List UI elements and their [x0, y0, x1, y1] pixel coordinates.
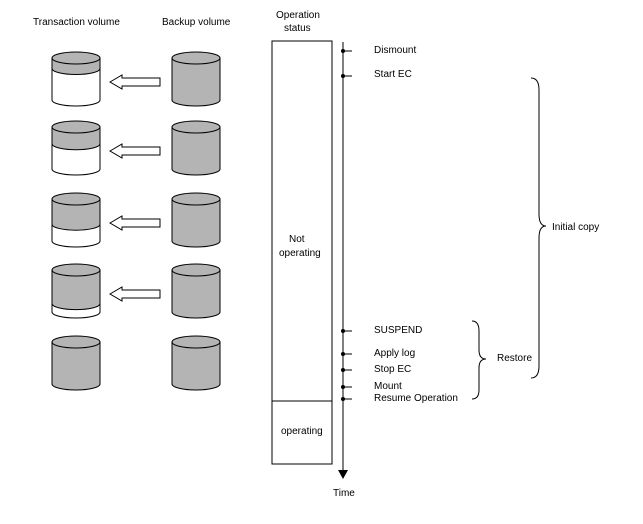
- operating-block: [271, 400, 333, 465]
- event-marker: [341, 49, 352, 53]
- initial-copy-label: Initial copy: [552, 222, 600, 233]
- event-label-resume-operation: Resume Operation: [374, 393, 458, 404]
- time-axis-arrowhead: [338, 470, 348, 479]
- event-marker: [341, 329, 352, 333]
- initial-copy-bracket: [530, 77, 547, 379]
- transaction-volume-cylinder: [51, 192, 101, 248]
- event-label-apply-log: Apply log: [374, 348, 416, 359]
- backup-volume-cylinder: [171, 51, 221, 107]
- event-label-dismount: Dismount: [374, 45, 417, 56]
- event-markers: [341, 49, 352, 401]
- event-label-stop-ec: Stop EC: [374, 364, 412, 375]
- transaction-volume-cylinder: [51, 51, 101, 107]
- event-marker: [341, 74, 352, 78]
- time-axis-label: Time: [333, 488, 355, 499]
- event-marker: [341, 385, 352, 389]
- backup-volume-cylinder: [171, 192, 221, 248]
- restore-label: Restore: [497, 353, 533, 364]
- not-operating-label-line1: Not: [289, 234, 305, 245]
- copy-direction-arrow: [109, 143, 161, 159]
- volume-cylinders: [51, 51, 221, 391]
- operation-status-header-line1: Operation: [276, 10, 320, 21]
- backup-volume-cylinder: [171, 120, 221, 176]
- copy-direction-arrow: [109, 286, 161, 302]
- copy-direction-arrow: [109, 215, 161, 231]
- restore-bracket: [471, 320, 487, 400]
- event-marker: [341, 368, 352, 372]
- backup-volume-cylinder: [171, 335, 221, 391]
- event-label-start-ec: Start EC: [374, 69, 412, 80]
- backup-volume-header: Backup volume: [162, 17, 231, 28]
- event-marker: [341, 352, 352, 356]
- operating-label: operating: [281, 426, 323, 437]
- event-marker: [341, 397, 352, 401]
- transaction-volume-cylinder: [51, 120, 101, 176]
- copy-direction-arrow: [109, 74, 161, 90]
- event-label-suspend: SUSPEND: [374, 325, 423, 336]
- event-label-mount: Mount: [374, 381, 402, 392]
- transaction-volume-cylinder: [51, 263, 101, 319]
- operation-status-header-line2: status: [284, 23, 311, 34]
- backup-volume-cylinder: [171, 263, 221, 319]
- transaction-volume-cylinder: [51, 335, 101, 391]
- transaction-volume-header: Transaction volume: [33, 17, 120, 28]
- not-operating-block: [271, 40, 333, 402]
- not-operating-label-line2: operating: [279, 248, 321, 259]
